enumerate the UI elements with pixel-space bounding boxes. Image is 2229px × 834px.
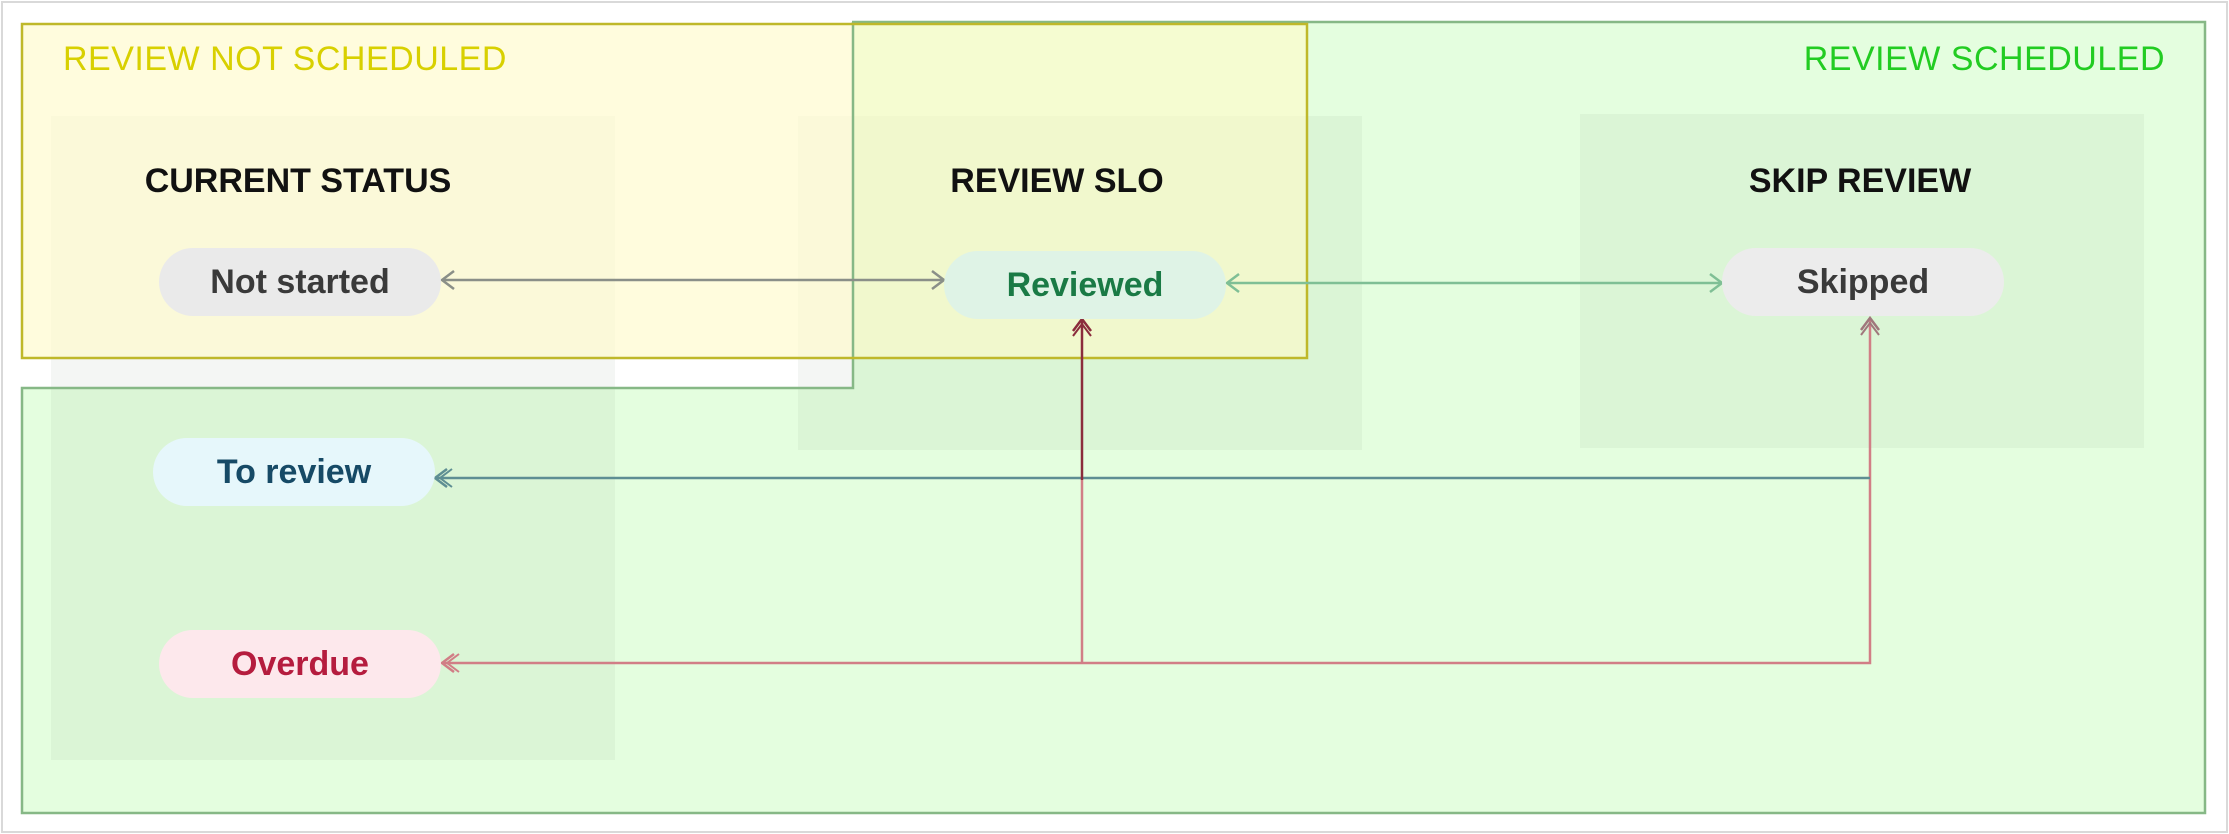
status-pill-not-started: Not started: [159, 248, 441, 316]
arrowhead-overdue: [439, 653, 455, 673]
region-scheduled-border: [20, 20, 2207, 815]
status-pill-skipped: Skipped: [1722, 248, 2004, 316]
column-title-skip-review: SKIP REVIEW: [1748, 162, 1972, 200]
arrowhead-skipped-up: [1860, 315, 1880, 331]
connector-overdue-skipped: [442, 318, 1872, 665]
arrowhead-to-review-double: [438, 468, 453, 488]
arrowhead-reviewed-up: [1072, 316, 1092, 332]
arrowhead-to-review: [432, 468, 448, 488]
arrowhead-reviewed-up-double: [1072, 322, 1092, 337]
region-title-scheduled: REVIEW SCHEDULED: [1803, 40, 2165, 78]
column-title-current-status: CURRENT STATUS: [144, 162, 452, 200]
arrowhead-overdue-double: [445, 653, 460, 673]
column-title-review-slo: REVIEW SLO: [950, 162, 1164, 200]
region-not-scheduled-border: [20, 22, 1309, 360]
arrowhead-skipped-up-double: [1860, 321, 1880, 336]
arrowhead-not-started: [439, 270, 455, 290]
region-title-not-scheduled: REVIEW NOT SCHEDULED: [63, 40, 507, 78]
status-pill-to-review: To review: [153, 438, 435, 506]
status-pill-overdue: Overdue: [159, 630, 441, 698]
status-pill-reviewed: Reviewed: [944, 251, 1226, 319]
arrowhead-reviewed-right: [1224, 273, 1240, 293]
